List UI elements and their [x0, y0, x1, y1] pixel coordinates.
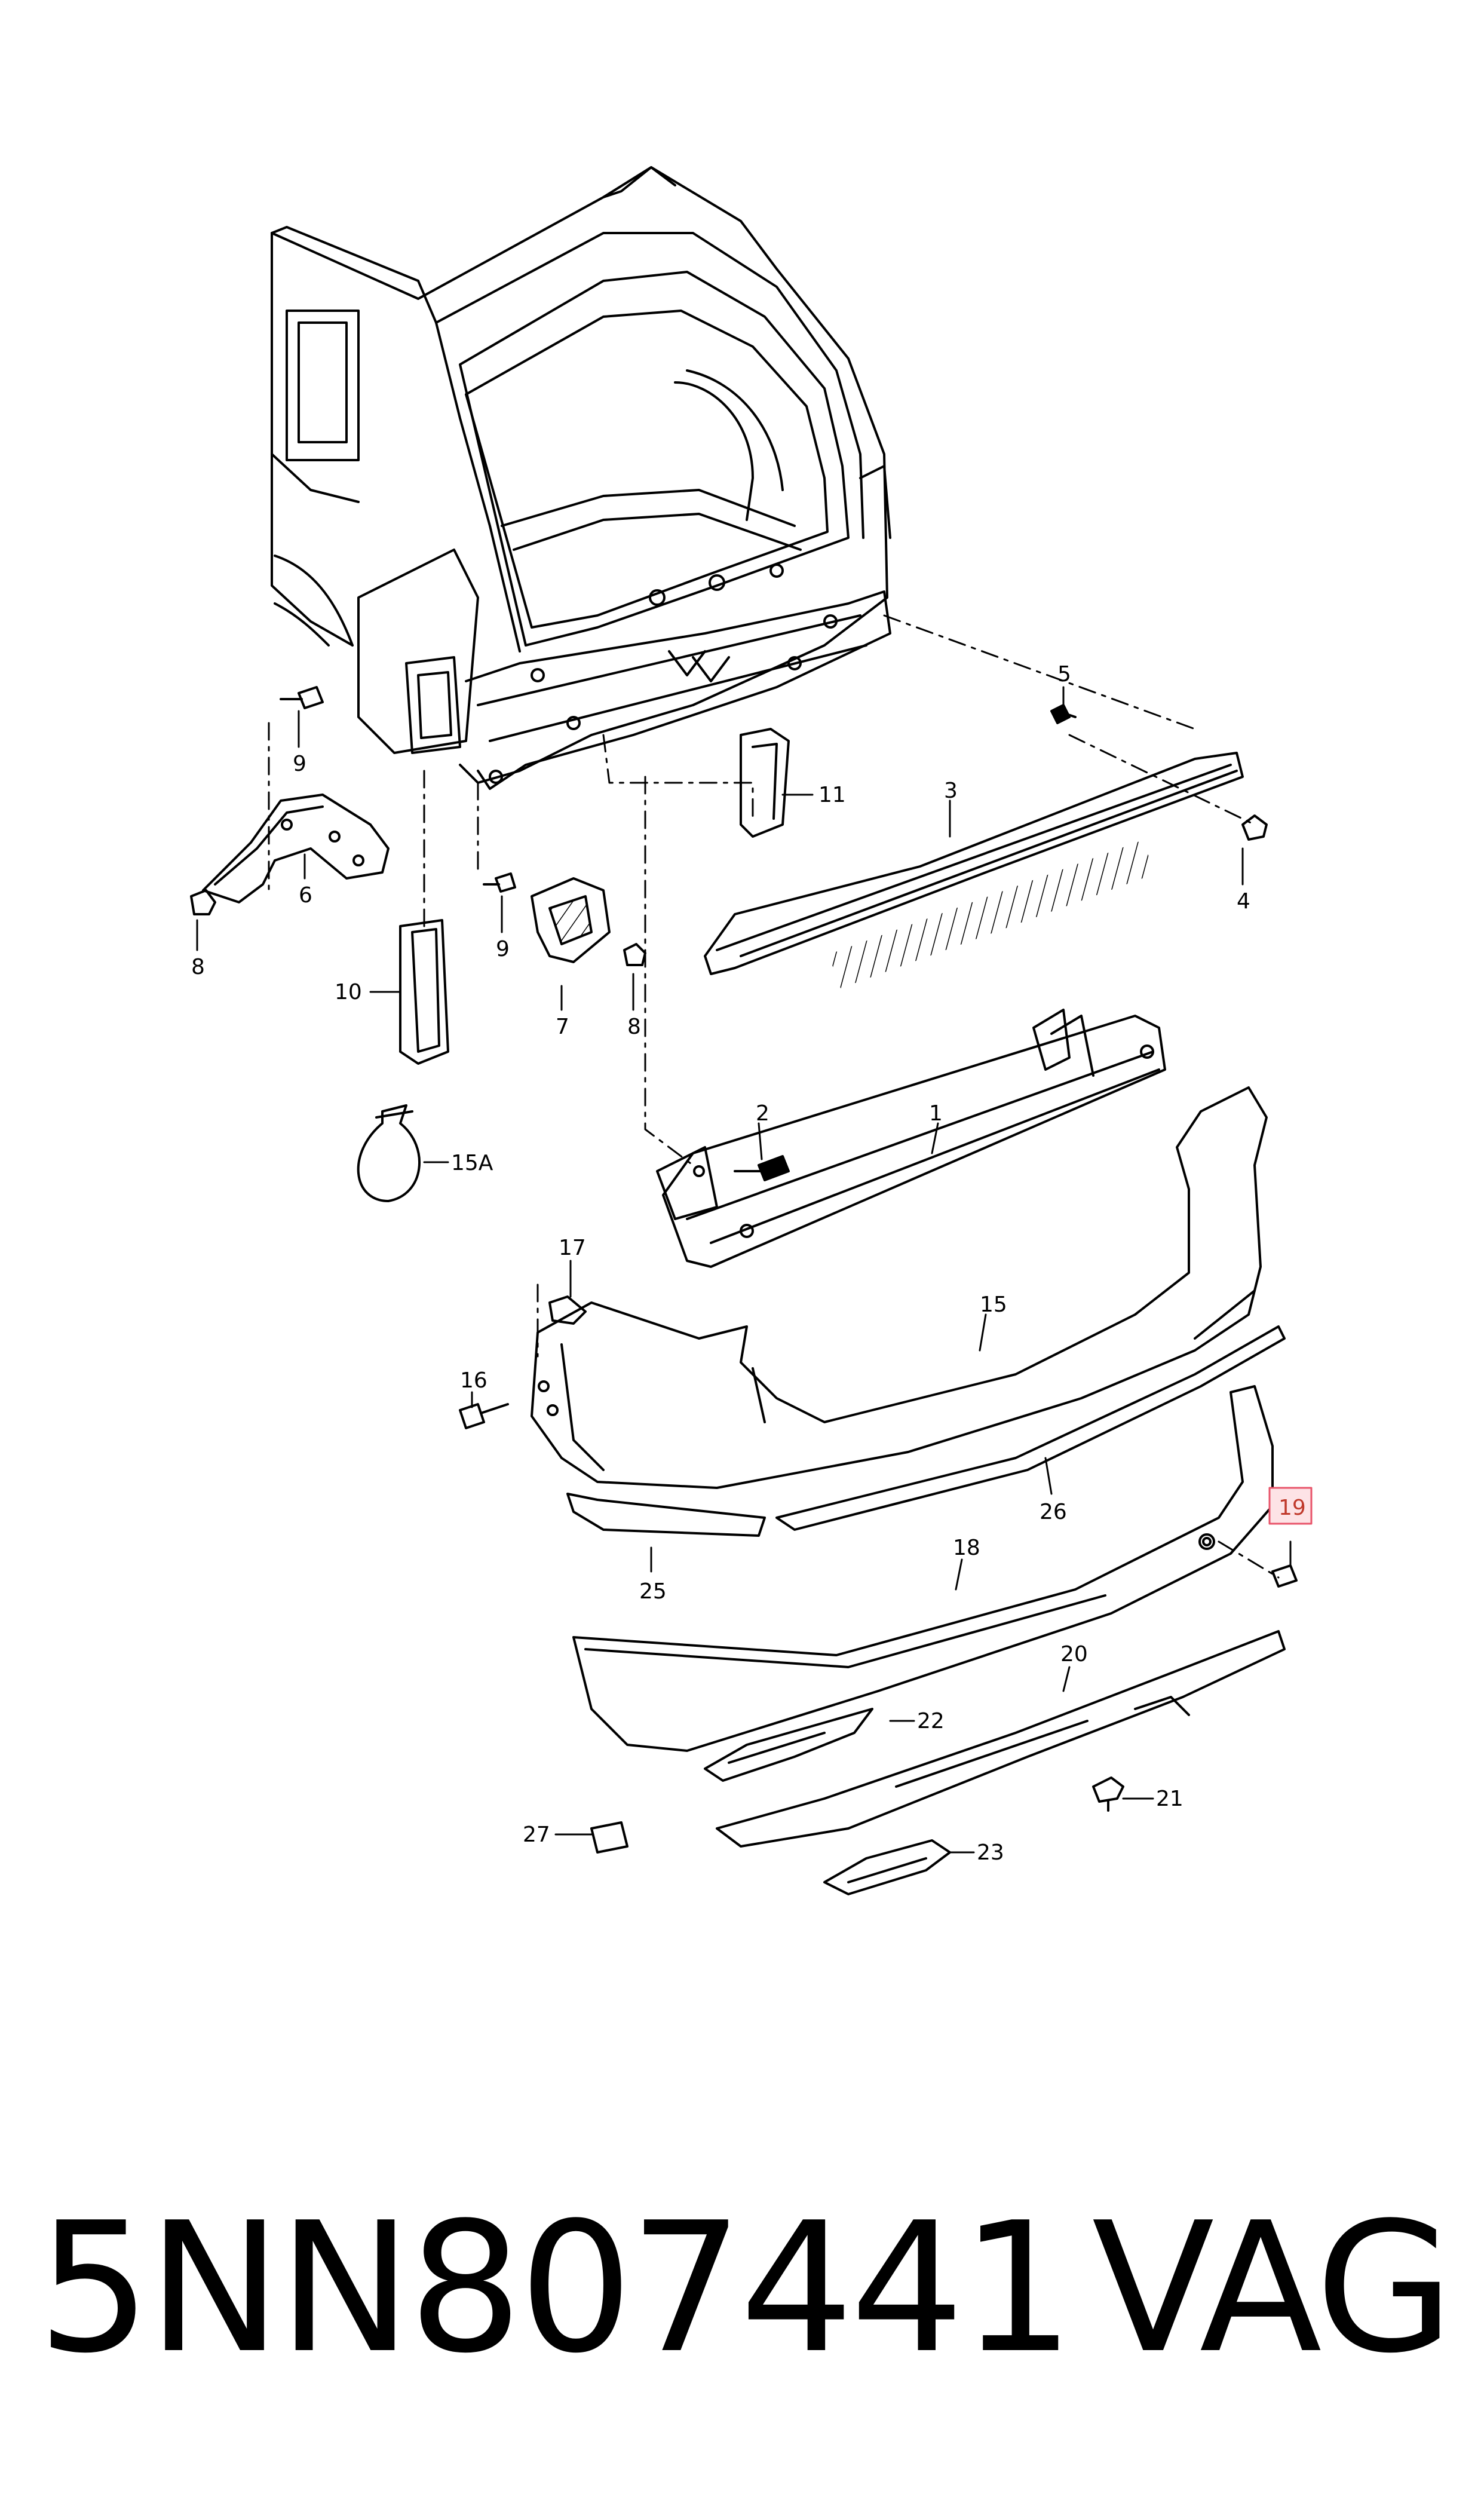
part-25-trim-strip	[566, 1493, 766, 1537]
callout-18: 18	[953, 1536, 980, 1560]
callout-22: 22	[917, 1709, 945, 1733]
callout-20: 20	[1060, 1642, 1088, 1667]
callout-27: 27	[523, 1822, 550, 1847]
part-7-bracket	[531, 877, 611, 963]
callout-labels: 1 2 3 4 5 6 7 8 8 9 9 10 11 15 15A 16 17…	[191, 662, 1306, 1865]
callout-2: 2	[756, 1101, 769, 1126]
part-4-nut	[1241, 814, 1268, 841]
callout-26: 26	[1040, 1500, 1067, 1524]
part-10-guide	[399, 919, 449, 1065]
callout-3: 3	[944, 779, 958, 803]
footer: 5NN807441 VAG	[0, 2199, 1484, 2426]
part-11-guide	[740, 728, 790, 838]
vehicle-rear-body	[271, 166, 891, 790]
part-27-clip	[590, 1821, 628, 1854]
leader-lines	[268, 614, 1280, 1579]
part-21-clip	[1092, 1776, 1124, 1812]
callout-15a: 15A	[451, 1151, 493, 1175]
part-19-cap	[1271, 1564, 1298, 1588]
parts-diagram: 1 2 3 4 5 6 7 8 8 9 9 10 11 15 15A 16 17…	[190, 166, 1313, 1895]
part-6-bracket	[202, 794, 390, 903]
callout-17: 17	[559, 1236, 586, 1260]
callout-9-center: 9	[496, 937, 510, 961]
callout-4: 4	[1237, 889, 1250, 914]
part-22-exhaust-trim	[704, 1708, 873, 1782]
callout-leaders	[196, 686, 1292, 1854]
callout-8-center: 8	[627, 1015, 641, 1039]
part-9-bolt-left	[280, 686, 324, 709]
callout-19: 19	[1278, 1496, 1306, 1520]
highlight-box-19	[1268, 1487, 1313, 1525]
part-3-energy-absorber	[704, 752, 1244, 988]
callout-10: 10	[335, 980, 362, 1004]
callout-6: 6	[299, 883, 312, 908]
callout-7: 7	[556, 1015, 569, 1039]
callout-5: 5	[1057, 662, 1071, 687]
callout-25: 25	[639, 1579, 667, 1604]
part-9-bolt-center	[483, 872, 516, 893]
part-17-grommet	[548, 1295, 587, 1325]
part-15-bumper-cover	[531, 1086, 1268, 1489]
part-5-bolt	[1050, 704, 1077, 724]
callout-21: 21	[1156, 1787, 1183, 1811]
callout-1: 1	[929, 1101, 943, 1126]
callout-8-left: 8	[191, 955, 205, 979]
callout-9-left: 9	[293, 752, 306, 776]
callout-11: 11	[818, 783, 846, 807]
part-20-lower-trim	[716, 1630, 1286, 1848]
part-1-bumper-reinforcement	[656, 1009, 1166, 1268]
part-18-diffuser	[572, 1385, 1274, 1752]
part-number-text: 5NN807441	[37, 2184, 1075, 2393]
part-15a-pouch	[357, 1104, 421, 1202]
callout-16: 16	[460, 1368, 487, 1393]
brand-text: VAG	[1091, 2184, 1454, 2393]
callout-15: 15	[980, 1292, 1007, 1317]
part-26-strip	[775, 1325, 1286, 1531]
callout-23: 23	[977, 1840, 1004, 1865]
exploded-view-svg: 1 2 3 4 5 6 7 8 8 9 9 10 11 15 15A 16 17…	[190, 166, 1313, 1895]
part-16-screw	[459, 1403, 509, 1429]
part-8-nut-left	[190, 889, 216, 915]
part-23-exhaust-trim	[823, 1839, 951, 1895]
part-8-nut-center	[623, 943, 646, 966]
part-2-bolt	[734, 1155, 790, 1181]
